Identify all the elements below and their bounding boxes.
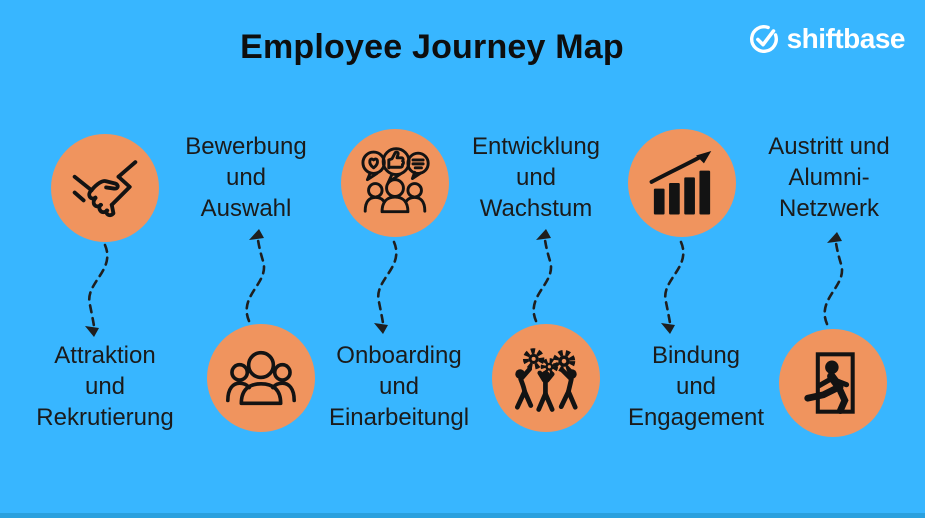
feedback-bubbles-icon	[361, 147, 430, 214]
handshake-icon	[72, 160, 138, 218]
stage-bindung-label: Bindung und Engagement	[627, 342, 765, 431]
stage-onboarding-label: Onboarding und Einarbeitungl	[328, 342, 470, 431]
stage-austritt-bubble	[779, 329, 887, 437]
connector-arrow-up-2	[245, 229, 266, 323]
stage-entwicklung-label: Entwicklung und Wachstum	[471, 133, 601, 222]
connector-arrow-down-5	[661, 240, 685, 334]
brand-logo: shiftbase	[747, 22, 906, 56]
growth-chart-icon	[649, 150, 712, 215]
stage-austritt-label: Austritt und Alumni- Netzwerk	[768, 133, 890, 222]
clock-check-icon	[749, 25, 778, 53]
stage-onboarding-bubble	[341, 129, 449, 237]
footer-strip	[0, 513, 925, 518]
stage-bewerbung-bubble	[207, 324, 315, 432]
stage-attraktion-label: Attraktion und Rekrutierung	[36, 342, 174, 431]
teamwork-gears-icon	[514, 348, 578, 412]
stage-entwicklung-bubble	[492, 324, 600, 432]
stage-attraktion-bubble	[51, 134, 159, 242]
page-title: Employee Journey Map	[240, 28, 624, 66]
connector-arrow-down-3	[374, 240, 398, 334]
brand-name: shiftbase	[786, 23, 906, 54]
stage-bewerbung-label: Bewerbung und Auswahl	[185, 133, 307, 222]
stage-bindung-bubble	[628, 129, 736, 237]
connector-arrow-up-6	[823, 232, 844, 326]
connector-arrow-up-4	[532, 229, 553, 323]
connector-arrow-down-1	[85, 243, 109, 337]
exit-door-icon	[804, 352, 855, 414]
team-group-icon	[226, 350, 296, 406]
